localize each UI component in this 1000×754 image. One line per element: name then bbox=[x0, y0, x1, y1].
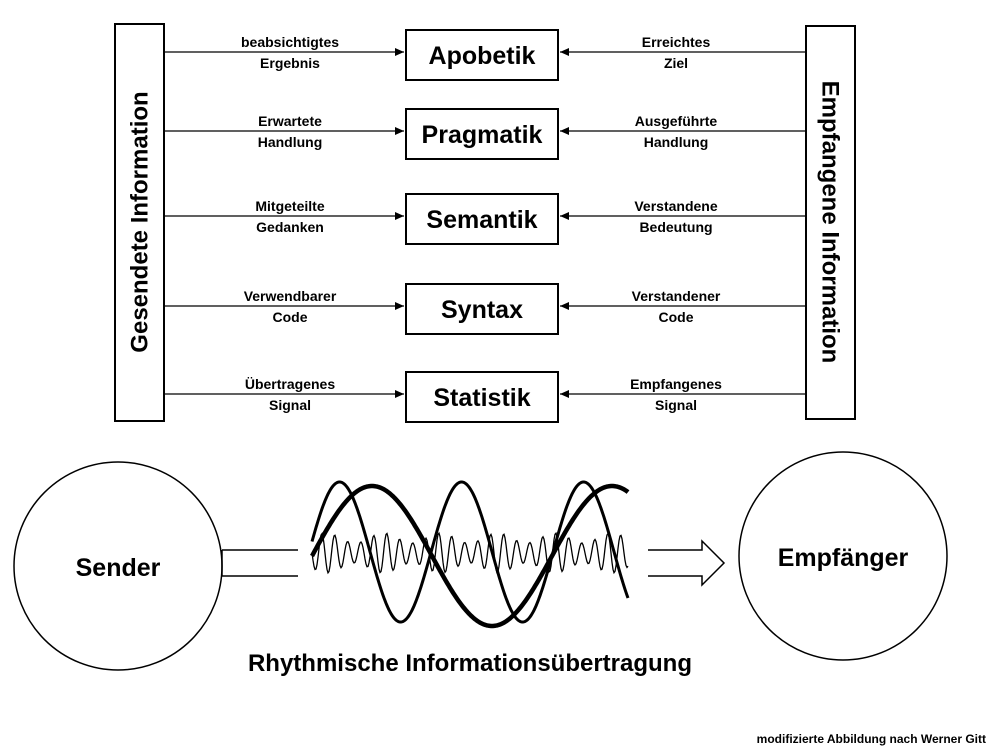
level-name: Apobetik bbox=[429, 42, 536, 70]
received-label-line-2: Bedeutung bbox=[639, 219, 712, 235]
sent-label-line-2: Ergebnis bbox=[260, 55, 320, 71]
signal-waves bbox=[310, 480, 630, 629]
sent-information-label: Gesendete Information bbox=[127, 91, 154, 352]
received-label-line-2: Signal bbox=[655, 397, 697, 413]
level-name: Pragmatik bbox=[422, 121, 543, 149]
received-label-line-2: Handlung bbox=[644, 134, 709, 150]
sent-label-line-2: Gedanken bbox=[256, 219, 324, 235]
sent-label-line-1: Verwendbarer bbox=[244, 288, 337, 304]
level-box bbox=[405, 193, 559, 245]
received-label-line-2: Ziel bbox=[664, 55, 688, 71]
level-box bbox=[405, 29, 559, 81]
received-label-line-1: Ausgeführte bbox=[635, 113, 718, 129]
sent-label-line-1: Übertragenes bbox=[245, 376, 335, 392]
sender-node: Sender bbox=[13, 461, 223, 671]
sent-label-line-1: beabsichtigtes bbox=[241, 34, 339, 50]
received-information-label: Empfangene Information bbox=[817, 81, 844, 364]
level-box bbox=[405, 371, 559, 423]
sent-label-line-2: Signal bbox=[269, 397, 311, 413]
sent-label-line-1: Mitgeteilte bbox=[255, 198, 324, 214]
medium-wave bbox=[310, 480, 630, 624]
credit-note: modifizierte Abbildung nach Werner Gitt bbox=[757, 732, 986, 746]
sent-information-column: Gesendete Information bbox=[114, 23, 165, 422]
received-label-line-1: Empfangenes bbox=[630, 376, 722, 392]
received-label-line-1: Verstandene bbox=[634, 198, 717, 214]
sender-label: Sender bbox=[76, 554, 161, 582]
sent-label-line-2: Handlung bbox=[258, 134, 323, 150]
slow-wave bbox=[310, 483, 630, 629]
level-name: Semantik bbox=[426, 206, 537, 234]
received-information-column: Empfangene Information bbox=[805, 25, 856, 420]
sent-label-line-2: Code bbox=[273, 309, 308, 325]
level-box bbox=[405, 283, 559, 335]
fast-noise-wave bbox=[311, 531, 629, 575]
level-box bbox=[405, 108, 559, 160]
sent-label-line-1: Erwartete bbox=[258, 113, 322, 129]
received-label-line-2: Code bbox=[659, 309, 694, 325]
receiver-input-arrow bbox=[648, 539, 726, 587]
receiver-label: Empfänger bbox=[778, 544, 909, 572]
receiver-node: Empfänger bbox=[738, 451, 948, 661]
received-label-line-1: Erreichtes bbox=[642, 34, 711, 50]
level-name: Statistik bbox=[433, 384, 530, 412]
sender-output-arrow bbox=[221, 549, 298, 577]
transmission-caption: Rhythmische Informationsübertragung bbox=[248, 650, 692, 677]
received-label-line-1: Verstandener bbox=[632, 288, 721, 304]
level-name: Syntax bbox=[441, 296, 523, 324]
